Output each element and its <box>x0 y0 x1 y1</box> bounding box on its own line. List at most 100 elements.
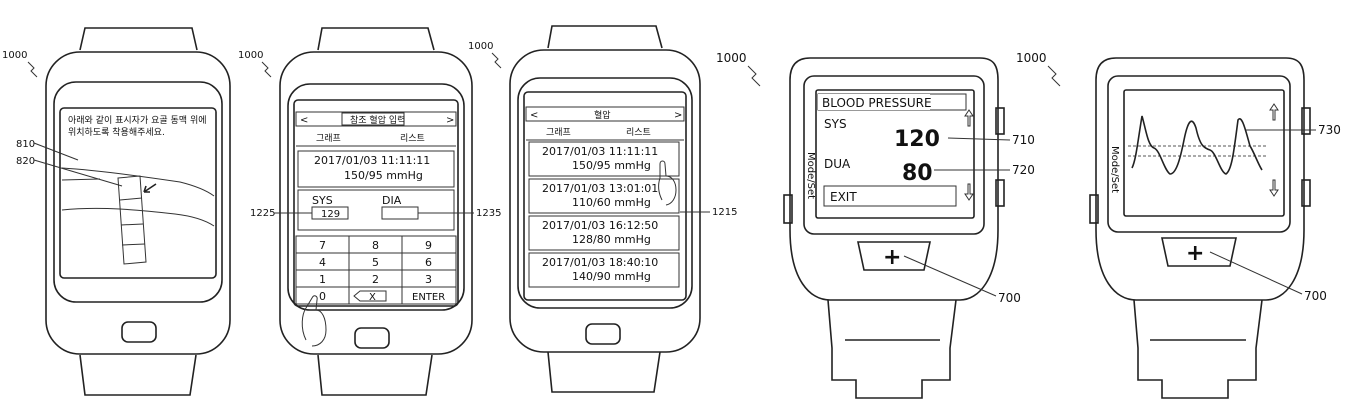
key-2[interactable]: 2 <box>372 273 379 286</box>
reading-value: 150/95 mmHg <box>344 169 423 182</box>
nav-prev[interactable]: < <box>530 110 538 121</box>
watch-screen <box>1123 89 1285 217</box>
list-item[interactable] <box>528 215 680 251</box>
key-4[interactable]: 4 <box>319 256 326 269</box>
backspace-label: X <box>369 292 376 303</box>
plus-button[interactable] <box>1161 237 1237 267</box>
nav-next[interactable]: > <box>674 110 682 121</box>
strap-bottom <box>547 351 661 393</box>
position-arrow-icon <box>143 183 157 193</box>
strap-top <box>317 27 435 51</box>
watch-body <box>1095 57 1305 301</box>
nav-prev[interactable]: < <box>300 115 308 126</box>
entry-datetime: 2017/01/03 11:11:11 <box>542 145 658 158</box>
pulse-waveform <box>1131 115 1263 175</box>
nav-next[interactable]: > <box>446 115 454 126</box>
leader-sys <box>947 137 1011 141</box>
title-bar <box>525 106 685 122</box>
plus-button[interactable] <box>857 241 931 271</box>
key-8[interactable]: 8 <box>372 239 379 252</box>
ref-band: 810 <box>16 139 35 150</box>
watch-screen <box>815 89 975 219</box>
ref-device-4: 1000 <box>716 51 747 65</box>
strap-bottom <box>79 354 197 396</box>
finger-icon <box>658 160 677 206</box>
ref-arrow-2 <box>261 61 272 78</box>
ref-arrow-1 <box>27 61 38 78</box>
reading-datetime: 2017/01/03 11:11:11 <box>314 154 430 167</box>
dua-label: DUA <box>824 157 851 171</box>
sys-label: SYS <box>312 194 333 207</box>
watch-body <box>789 57 999 301</box>
tab-graph[interactable]: 그래프 <box>546 127 571 138</box>
side-button-down[interactable] <box>1301 179 1311 207</box>
list-item[interactable] <box>528 141 680 177</box>
home-button[interactable] <box>121 321 157 343</box>
side-button-left[interactable] <box>783 194 793 224</box>
watch-body <box>509 49 701 353</box>
ref-waveform: 730 <box>1318 123 1341 137</box>
key-5[interactable]: 5 <box>372 256 379 269</box>
key-1[interactable]: 1 <box>319 273 326 286</box>
input-panel <box>297 189 455 231</box>
watch-bezel <box>803 75 985 235</box>
mode-set-label: Mode/Set <box>805 152 816 199</box>
key-6[interactable]: 6 <box>425 256 432 269</box>
entry-datetime: 2017/01/03 13:01:01 <box>542 182 658 195</box>
watch-2: 1000 < 참조 혈압 입력 > 그래프 리스트 2017/01/03 11:… <box>238 27 501 396</box>
arrow-down-icon <box>1269 179 1279 197</box>
tab-graph[interactable]: 그래프 <box>316 133 341 144</box>
reading-card <box>297 150 455 188</box>
ref-sys-value: 710 <box>1012 133 1035 147</box>
ref-device-1: 1000 <box>2 50 27 61</box>
arm-outline-bottom <box>61 207 215 227</box>
sys-input-value: 129 <box>321 209 340 220</box>
watch-bezel <box>287 83 465 311</box>
plus-glyph: + <box>883 245 901 270</box>
key-7[interactable]: 7 <box>319 239 326 252</box>
band-segments <box>119 197 146 246</box>
ref-dia-field: 1235 <box>476 208 501 219</box>
key-enter[interactable]: ENTER <box>412 292 445 303</box>
list-item[interactable] <box>528 178 680 214</box>
exit-button[interactable] <box>823 185 957 207</box>
leader-sensor <box>33 159 123 187</box>
screen-title: 혈압 <box>594 109 611 121</box>
watch-bezel <box>53 81 223 303</box>
watch-screen <box>293 99 459 307</box>
key-3[interactable]: 3 <box>425 273 432 286</box>
ref-device-5: 1000 <box>1016 51 1047 65</box>
entry-reading: 110/60 mmHg <box>572 196 651 209</box>
leader-plus <box>903 255 997 297</box>
entry-reading: 128/80 mmHg <box>572 233 651 246</box>
tab-list[interactable]: 리스트 <box>626 127 651 138</box>
key-0[interactable]: 0 <box>319 290 326 303</box>
watch-5: 1000 Mode/Set + 730 700 <box>1016 51 1341 399</box>
side-button-up[interactable] <box>1301 107 1311 135</box>
sys-label: SYS <box>824 117 847 131</box>
instruction-line-2: 위치하도록 착용해주세요. <box>68 126 165 138</box>
ref-arrow-4 <box>747 65 761 87</box>
instruction-line-1: 아래와 같이 표시자가 요골 동맥 위에 <box>68 114 207 126</box>
ref-sensor: 820 <box>16 156 35 167</box>
ref-device-3: 1000 <box>468 41 493 52</box>
arrow-up-icon <box>964 109 974 127</box>
ref-arrow-5 <box>1047 65 1061 87</box>
side-button-left[interactable] <box>1089 194 1099 224</box>
entry-datetime: 2017/01/03 16:12:50 <box>542 219 658 232</box>
tab-list[interactable]: 리스트 <box>400 133 425 144</box>
key-9[interactable]: 9 <box>425 239 432 252</box>
header-label: BLOOD PRESSURE <box>822 96 932 110</box>
side-button-down[interactable] <box>995 179 1005 207</box>
wrist-band <box>117 175 147 265</box>
list-item[interactable] <box>528 252 680 288</box>
keypad: 7 8 9 4 5 6 1 2 3 0 X ENTER <box>295 235 457 305</box>
dia-input[interactable] <box>381 206 419 220</box>
watch-1: 1000 아래와 같이 표시자가 요골 동맥 위에 위치하도록 착용해주세요. … <box>2 27 231 396</box>
home-button[interactable] <box>354 327 390 349</box>
side-button-up[interactable] <box>995 107 1005 135</box>
watch-screen <box>59 107 217 279</box>
backspace-key[interactable] <box>353 290 387 302</box>
home-button[interactable] <box>585 323 621 345</box>
sys-value: 120 <box>894 127 940 152</box>
